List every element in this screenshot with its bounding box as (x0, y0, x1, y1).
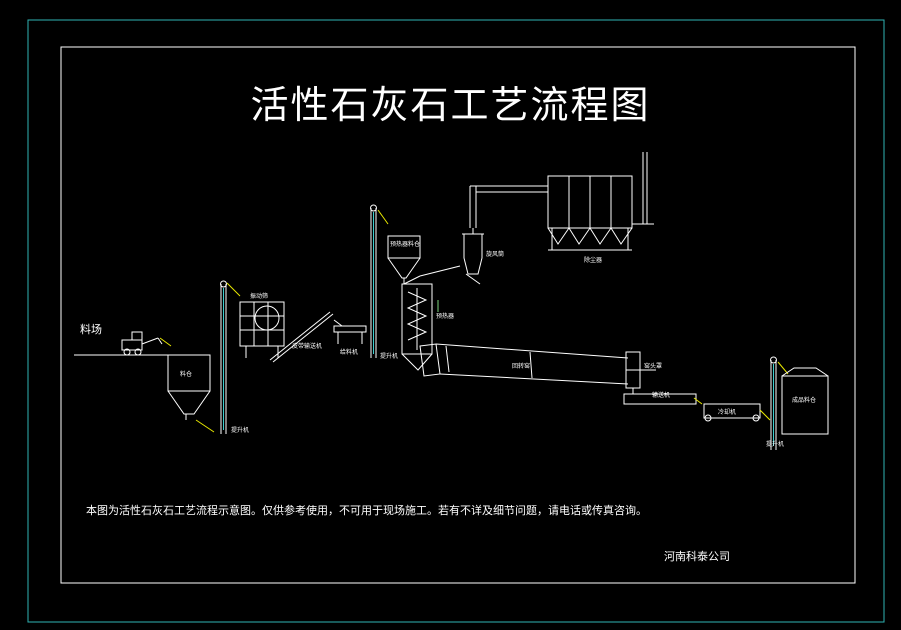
label-rotary-kiln: 回转窑 (512, 362, 530, 370)
preheater-hopper (387, 235, 421, 284)
label-cooler: 冷却机 (718, 408, 736, 416)
label-vibrating-screen: 振动筛 (250, 292, 268, 300)
label-bucket-elevator-2: 提升机 (380, 352, 398, 360)
label-bucket-elevator-1: 提升机 (231, 426, 249, 434)
bag-filter (547, 175, 633, 251)
label-cyclone: 旋风筒 (486, 250, 504, 258)
product-silo (781, 367, 829, 435)
elevator-3-to-silo-arrow (777, 361, 789, 375)
label-preheater-hopper: 预热器料仓 (390, 240, 420, 248)
bucket-elevator-3 (770, 356, 777, 450)
inner-frame (60, 46, 856, 584)
cooler (703, 403, 761, 422)
kiln-head (625, 351, 656, 394)
drawing-note: 本图为活性石灰石工艺流程示意图。仅供参考使用，不可用于现场施工。若有不详及细节问… (86, 504, 647, 517)
cooler-to-elevator-arrow (759, 409, 771, 421)
loader-truck-icon (121, 331, 163, 356)
rotary-kiln (419, 343, 629, 385)
label-product-silo: 成品料仓 (792, 396, 816, 404)
label-kiln-head: 窑头罩 (644, 362, 662, 370)
bucket-elevator-2 (370, 204, 377, 358)
conveyor-to-cooler-arrow (693, 397, 703, 405)
bin-to-elevator-arrow (195, 419, 215, 433)
preheater (401, 265, 461, 371)
elevator-2-to-hopper-arrow (377, 209, 389, 225)
drawing-title: 活性石灰石工艺流程图 (250, 83, 651, 127)
cyclone (462, 186, 484, 285)
gas-duct (470, 185, 548, 193)
exhaust-stack (632, 152, 654, 225)
weigh-feeder (333, 319, 367, 344)
label-bag-filter: 除尘器 (584, 256, 602, 264)
vibrating-screen (239, 301, 285, 358)
label-feed-bin: 料仓 (180, 370, 192, 378)
label-preheater: 预热器 (436, 312, 454, 320)
bucket-elevator-1 (220, 280, 227, 434)
company-name: 河南科泰公司 (664, 550, 730, 563)
elevator-1-to-screen-arrow (226, 282, 241, 297)
label-bucket-elevator-3: 提升机 (766, 440, 784, 448)
feed-bin (167, 354, 211, 420)
label-weigh-feeder: 给料机 (340, 348, 358, 356)
belt-conveyor (269, 311, 334, 363)
label-belt-conveyor: 皮带输送机 (292, 342, 322, 350)
label-stockyard: 料场 (80, 322, 102, 336)
truck-to-bin-arrow (159, 337, 172, 347)
outer-frame (27, 19, 885, 623)
label-conveyor: 输送机 (652, 391, 670, 399)
